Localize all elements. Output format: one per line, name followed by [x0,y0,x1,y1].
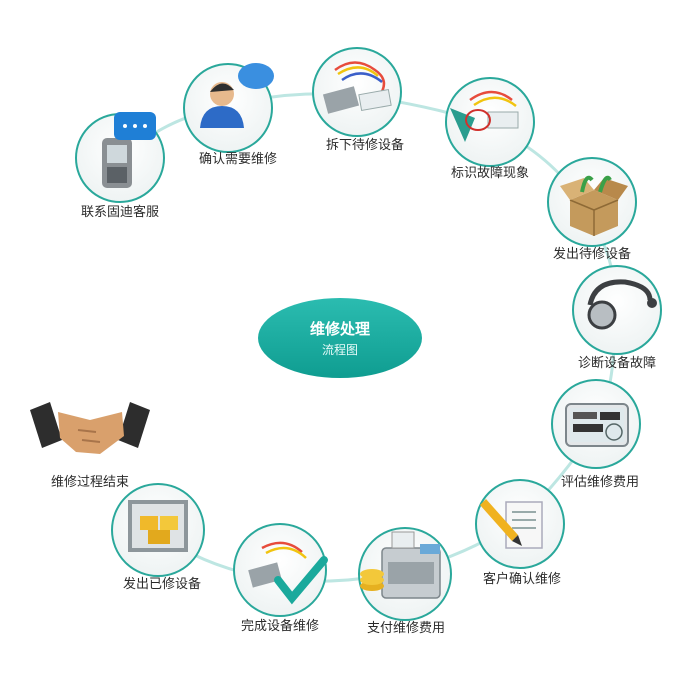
step-send-repaired: 发出已修设备 [111,483,205,592]
step-contact-service: 联系固迪客服 [75,112,165,220]
digital-meter-icon [565,403,629,447]
step-label: 客户确认维修 [483,571,561,587]
step-process-end: 维修过程结束 [30,402,150,490]
delivery-truck-icon [128,500,188,552]
handshake-icon [30,402,150,454]
step-label: 确认需要维修 [199,152,277,167]
step-label: 拆下待修设备 [326,137,404,153]
cable-checkmark-icon [248,541,328,605]
step-label: 维修过程结束 [51,475,129,490]
step-label: 发出待修设备 [553,246,631,262]
tagged-cable-icon [450,90,519,142]
step-remove-device: 拆下待修设备 [312,47,404,153]
step-mark-fault: 标识故障现象 [445,77,535,181]
step-pay: 支付维修费用 [358,527,452,636]
person-speech-bubble-icon [200,63,274,128]
step-confirm-repair: 确认需要维修 [183,63,277,167]
cash-register-icon [360,531,441,599]
diagram-subtitle: 流程图 [322,342,358,357]
open-box-icon [560,175,628,236]
step-repair-complete: 完成设备维修 [233,523,328,634]
stethoscope-icon [587,279,657,330]
step-label: 支付维修费用 [367,621,445,636]
step-label: 联系固迪客服 [81,204,159,220]
center-title-badge: 维修处理 流程图 [258,298,422,378]
step-label: 完成设备维修 [241,618,319,634]
step-send-device: 发出待修设备 [547,157,637,262]
diagram-title: 维修处理 [310,320,370,338]
step-diagnose: 诊断设备故障 [572,265,662,371]
step-assess-cost: 评估维修费用 [551,379,641,490]
step-label: 标识故障现象 [451,166,529,181]
step-label: 发出已修设备 [123,576,201,592]
mobile-phone-chat-icon [102,112,156,188]
step-customer-confirm: 客户确认维修 [475,479,565,587]
cable-connector-icon [322,61,392,114]
step-label: 评估维修费用 [561,475,639,490]
step-label: 诊断设备故障 [578,355,656,371]
pencil-document-icon [480,499,543,549]
